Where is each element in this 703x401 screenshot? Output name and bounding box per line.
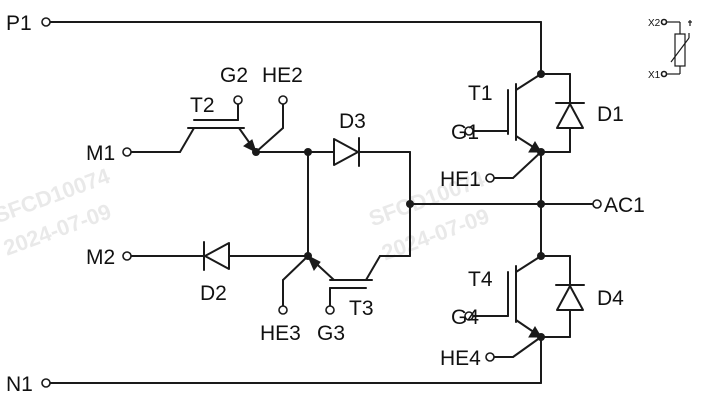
ntc-thermistor [664, 20, 692, 75]
label-t1: T1 [468, 82, 493, 105]
label-d1: D1 [597, 103, 624, 126]
label-t3: T3 [349, 297, 374, 320]
label-m1: M1 [86, 142, 115, 165]
label-m2: M2 [86, 246, 115, 269]
igbt-t2 [130, 102, 284, 153]
label-x1: X1 [648, 70, 661, 81]
label-he3: HE3 [260, 322, 301, 345]
label-d2: D2 [200, 282, 227, 305]
igbt-t4 [472, 255, 542, 358]
diode-d2 [130, 241, 309, 271]
terminal-x1 [660, 70, 668, 78]
terminal-ac1 [592, 199, 602, 209]
terminal-g2 [233, 95, 243, 105]
label-x2: X2 [648, 18, 661, 29]
label-ac1: AC1 [604, 194, 645, 217]
label-he2: HE2 [262, 64, 303, 87]
label-g3: G3 [317, 322, 345, 345]
terminal-x2 [660, 18, 668, 26]
label-d3: D3 [339, 110, 366, 133]
label-g1: G1 [451, 121, 479, 144]
rail-p1 [45, 21, 542, 75]
label-n1: N1 [6, 373, 33, 396]
terminal-he3 [278, 305, 288, 315]
label-d4: D4 [597, 287, 624, 310]
terminal-he2 [278, 95, 288, 105]
terminal-m1 [122, 147, 132, 157]
terminal-g3 [325, 305, 335, 315]
label-g4: G4 [451, 306, 479, 329]
label-he1: HE1 [440, 168, 481, 191]
terminal-n1 [41, 378, 51, 388]
terminal-g1 [464, 126, 474, 136]
terminal-he4 [485, 352, 495, 362]
diode-d4 [540, 255, 585, 338]
terminal-m2 [122, 251, 132, 261]
label-g2: G2 [220, 64, 248, 87]
diode-d1 [540, 73, 585, 153]
rail-n1 [45, 336, 542, 384]
label-t2: T2 [190, 94, 215, 117]
junction-dots [252, 70, 545, 341]
terminal-g4 [464, 311, 474, 321]
igbt-t3 [282, 254, 411, 307]
label-he4: HE4 [440, 347, 481, 370]
label-t4: T4 [468, 268, 493, 291]
label-p1: P1 [6, 12, 32, 35]
terminal-he1 [485, 173, 495, 183]
terminal-p1 [41, 17, 51, 27]
